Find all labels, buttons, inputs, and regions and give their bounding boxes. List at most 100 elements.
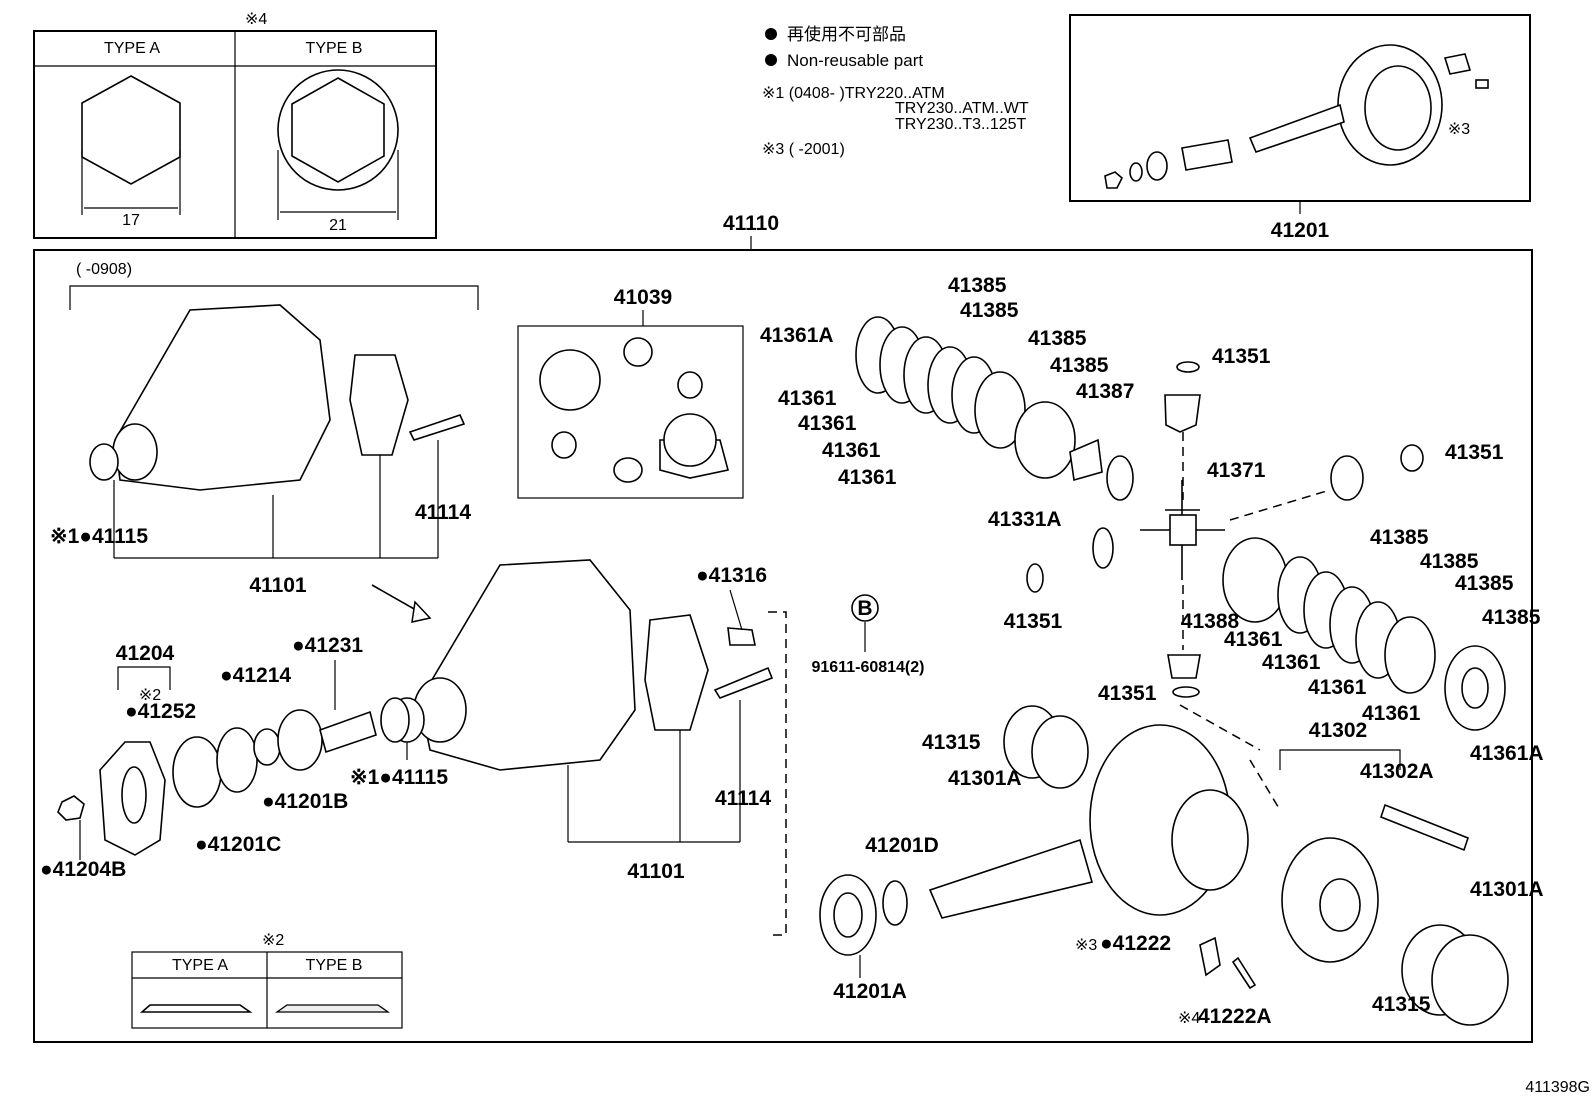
label-41361-8: 41361 — [1362, 702, 1421, 725]
label-41301a-b: 41301A — [1470, 878, 1544, 901]
label-41385-8: 41385 — [1482, 606, 1541, 629]
label-41039: 41039 — [614, 286, 672, 309]
pressure-ring-icon — [1014, 401, 1076, 479]
clutch-pack-upper: 41361A 41385 41385 41385 41385 41387 413… — [760, 274, 1134, 531]
label-41201c: ●41201C — [195, 833, 281, 856]
carrier-group-late: ●41316 ※1●41115 41114 41101 — [350, 559, 787, 936]
cap-bolt-early-icon — [408, 414, 466, 441]
type-b-size: 21 — [329, 217, 347, 234]
label-41301a-a: 41301A — [948, 767, 1022, 790]
washer-b-profile-icon — [274, 1004, 391, 1013]
label-41252: ●41252 — [125, 700, 196, 723]
label-41201d: 41201D — [865, 834, 939, 857]
label-41316: ●41316 — [696, 564, 767, 587]
label-41214: ●41214 — [220, 664, 291, 687]
label-41361-6: 41361 — [1262, 651, 1321, 674]
label-41361-2: 41361 — [798, 412, 857, 435]
label-41302a: 41302A — [1360, 760, 1434, 783]
cap-bolt-late-icon — [713, 666, 774, 699]
label-41201b: ●41201B — [262, 790, 348, 813]
label-41388: 41388 — [1181, 610, 1240, 633]
label-41204b: ●41204B — [40, 858, 126, 881]
note3: ※3 ( -2001) — [762, 141, 845, 158]
arrow-icon — [411, 600, 432, 623]
label-41361-3: 41361 — [822, 439, 881, 462]
label-41351-3: 41351 — [1004, 610, 1063, 633]
label-41351-1: 41351 — [1212, 345, 1271, 368]
carrier-group-early: ( -0908) ※1●41115 41114 41101 — [50, 261, 479, 597]
label-41385-4: 41385 — [1050, 354, 1109, 377]
label-41361a-b: 41361A — [1470, 742, 1544, 765]
washer-type-table: ※2 TYPE A TYPE B — [131, 932, 403, 1029]
type-a-size: 17 — [122, 212, 140, 229]
lock-plate-icon — [727, 627, 756, 646]
clutch-pack-lower: 41385 41385 41385 41385 41361 41361 4136… — [1222, 526, 1544, 765]
washer-type-a-header: TYPE A — [172, 957, 228, 974]
pinion-gear-bottom-icon — [1167, 654, 1201, 679]
note1-line2: TRY230..ATM..WT — [895, 100, 1029, 117]
case-bolt-icon — [1380, 803, 1469, 852]
date-range-note: ( -0908) — [76, 261, 132, 278]
label-41115-b: ※1●41115 — [350, 766, 448, 789]
kit-41039: 41039 — [517, 286, 744, 499]
ref-b-circle-icon — [851, 594, 879, 622]
pinion-shaft-icon — [1248, 103, 1345, 153]
nut-type-table: ※4 TYPE A TYPE B 17 21 — [33, 11, 437, 239]
label-41302: 41302 — [1309, 719, 1367, 742]
label-41201: 41201 — [1271, 219, 1330, 242]
label-41222: ●41222 — [1100, 932, 1171, 955]
bearing-cap-early-icon — [349, 354, 409, 456]
hex-nut-type-a-icon — [81, 75, 181, 185]
spring-icon — [1106, 455, 1134, 501]
pinion-gear-top-icon — [1164, 394, 1201, 433]
label-41101-a: 41101 — [249, 574, 307, 597]
nut-table-note: ※4 — [245, 11, 267, 28]
carrier-housing-late-icon — [419, 559, 636, 771]
label-41115-a: ※1●41115 — [50, 525, 148, 548]
legend-en: Non-reusable part — [787, 51, 923, 70]
label-41361-4: 41361 — [838, 466, 897, 489]
spider-group: 41351 41371 41351 41351 41351 41388 — [1004, 345, 1504, 705]
note-4-small: ※4 — [1178, 1010, 1200, 1027]
label-41110: 41110 — [723, 212, 779, 235]
note1-line1: ※1 (0408- )TRY220..ATM — [762, 85, 945, 102]
bearing-cap-late-icon — [644, 614, 709, 731]
legend-jp: 再使用不可部品 — [787, 24, 906, 44]
label-41385-2: 41385 — [960, 299, 1019, 322]
label-41351-4: 41351 — [1098, 682, 1157, 705]
non-reusable-bullet-icon — [765, 28, 777, 40]
ring-diff-group: 41302 41302A 41315 41301A 41201D 41201A … — [819, 704, 1544, 1028]
bearing-41301a-icon — [1431, 934, 1509, 1026]
label-41371: 41371 — [1207, 459, 1266, 482]
note-3-marker: ※3 — [1448, 121, 1470, 138]
figure-code: 411398G — [1525, 1079, 1590, 1096]
ref-b-letter: B — [857, 597, 872, 620]
label-41351-2: 41351 — [1445, 441, 1504, 464]
label-41361-7: 41361 — [1308, 676, 1367, 699]
label-41387: 41387 — [1076, 380, 1134, 403]
label-91611: 91611-60814(2) — [812, 659, 925, 676]
label-41114-b: 41114 — [715, 787, 771, 810]
label-41331a: 41331A — [988, 508, 1062, 531]
label-41201a: 41201A — [833, 980, 907, 1003]
label-41361a-a: 41361A — [760, 324, 834, 347]
flange-nut-icon — [57, 795, 85, 821]
lock-plate-41222-icon — [1199, 936, 1221, 977]
label-41385-5: 41385 — [1370, 526, 1429, 549]
label-41361-5: 41361 — [1224, 628, 1283, 651]
note-3-small: ※3 — [1075, 937, 1097, 954]
washer-a-profile-icon — [139, 1004, 253, 1013]
label-41231: ●41231 — [292, 634, 363, 657]
label-41385-6: 41385 — [1420, 550, 1479, 573]
ring-gear-inset: ※3 41201 — [1069, 14, 1531, 242]
label-41385-1: 41385 — [948, 274, 1007, 297]
carrier-housing-early-icon — [114, 304, 331, 491]
label-41385-3: 41385 — [1028, 327, 1087, 350]
main-frame — [33, 249, 1533, 1043]
type-a-header: TYPE A — [104, 40, 160, 57]
pinion-group: 41204 ※2 ●41252 ●41214 ●41231 ●41201B ●4… — [40, 634, 410, 881]
label-41222a: 41222A — [1198, 1005, 1272, 1028]
type-b-header: TYPE B — [306, 40, 363, 57]
note1-line3: TRY230..T3..125T — [895, 116, 1027, 133]
